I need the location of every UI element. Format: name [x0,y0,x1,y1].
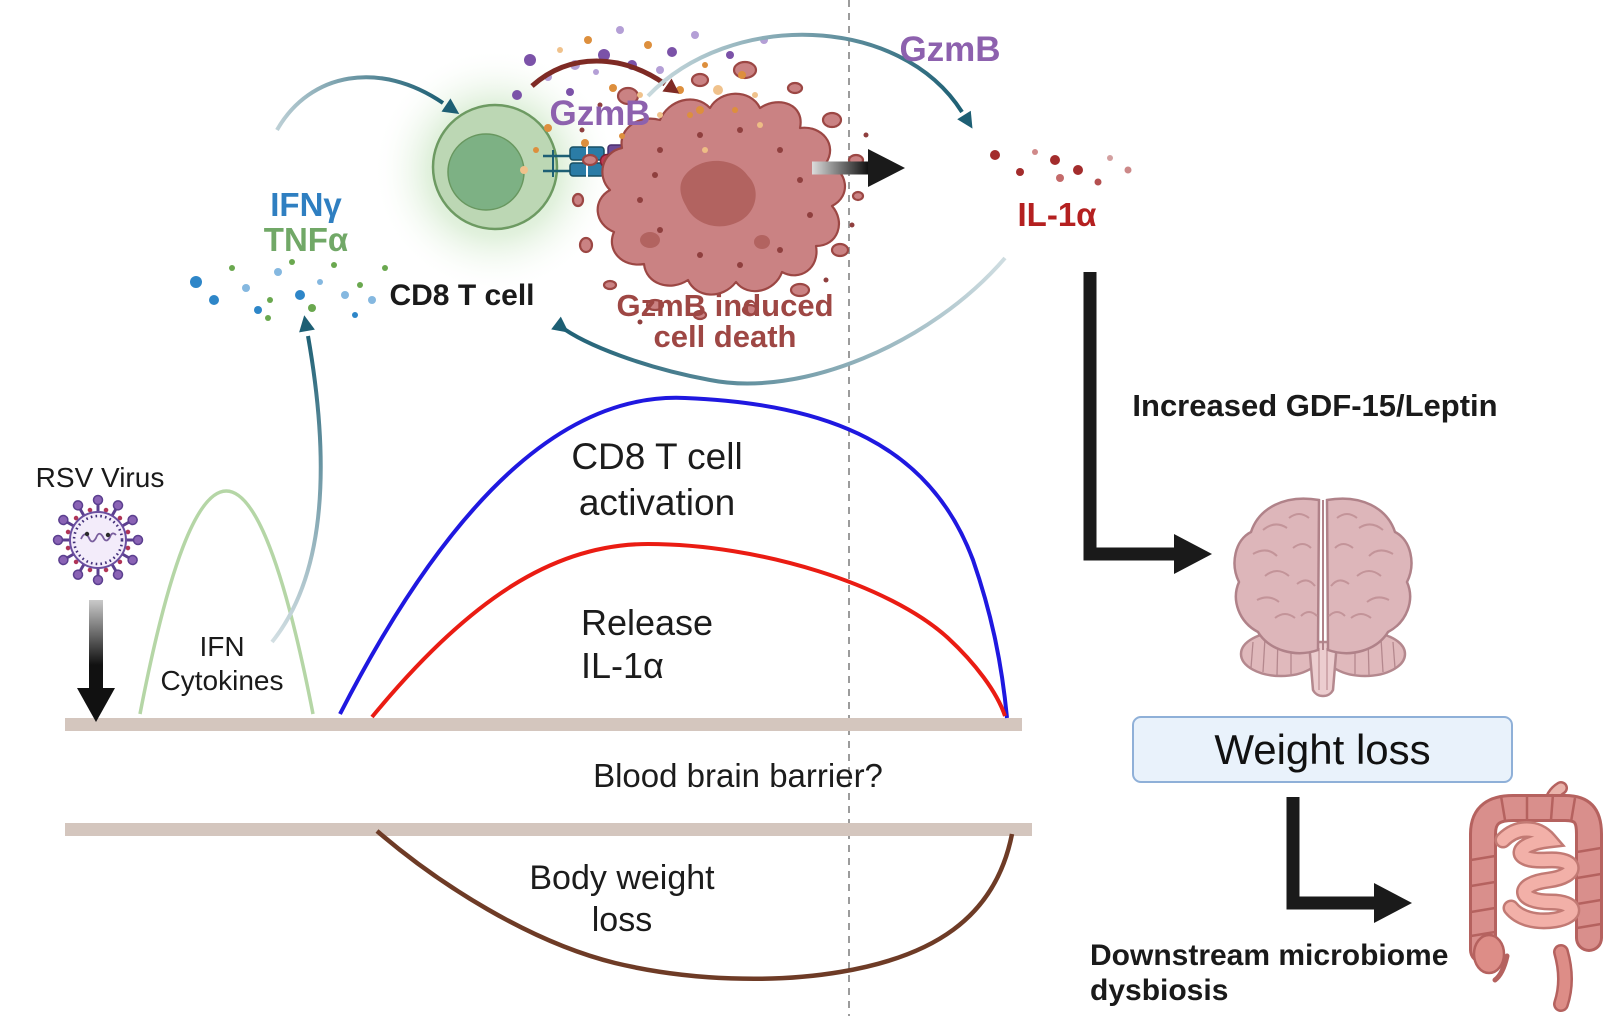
cd8-activation-line1: CD8 T cell [571,436,743,477]
body-weight-loss-label: Body weight loss [529,857,714,941]
blood-brain-barrier-label: Blood brain barrier? [593,757,883,794]
cd8-activation-label: CD8 T cell activation [571,434,742,526]
weightloss-to-gut-arrow [1286,797,1412,923]
rsv-entry-arrow [77,600,115,722]
cell-death-to-il1a-arrow [812,149,905,187]
downstream-line1: Downstream microbiome [1090,939,1449,972]
cytokine-to-cell-arrow [275,75,460,131]
increased-gdf15-leptin-label: Increased GDF-15/Leptin [1132,388,1498,423]
il1a-dots-icon [990,149,1132,186]
brain-icon [1233,497,1413,698]
lower-barrier-bar [65,823,1032,836]
downstream-microbiome-label: Downstream microbiome dysbiosis [1090,938,1448,1008]
tnfa-label: TNFα [263,221,349,258]
blood-brain-barrier-bar [65,718,1022,731]
rsv-virus-icon [52,494,144,586]
cd8-t-cell-label: CD8 T cell [389,279,535,312]
il1a-label: IL-1α [1017,196,1097,233]
il1a-release-curve [370,541,1007,719]
dying-cell-icon [571,60,869,325]
intestine-icon [1469,781,1603,1012]
weight-loss-label: Weight loss [1214,725,1431,773]
release-line2: IL-1α [581,645,664,686]
gzmb-induced-cell-death-label: GzmB induced cell death [616,290,833,352]
ifn-cytokines-curve [138,489,315,715]
body-weight-loss-curve [375,829,1015,981]
cd8-t-cell-icon [373,48,617,292]
weight-loss-box: Weight loss [1132,716,1513,783]
il1a-to-brain-arrow [1083,272,1212,574]
gzmb-induced-line1: GzmB induced [616,288,834,323]
gzmb-synapse-label: GzmB [549,94,651,133]
rsv-virus-label: RSV Virus [35,462,165,493]
cytokine-dots-icon [190,259,388,321]
release-il1a-label: Release IL-1α [581,601,713,687]
cd8-activation-curve [338,395,1009,719]
release-line1: Release [581,602,714,643]
granzyme-dots-icon [512,26,768,174]
ifny-label: IFNγ [270,186,342,223]
cd8-activation-line2: activation [578,482,736,523]
ifn-cytokines-label: IFN Cytokines [161,630,284,698]
ifn-line1: IFN [199,631,245,662]
downstream-line2: dysbiosis [1090,974,1229,1007]
ifn-line2: Cytokines [160,665,284,696]
gzmb-induced-line2: cell death [653,319,797,354]
il1a-feedback-arrow [551,256,1007,386]
body-weight-line1: Body weight [529,859,715,897]
gzmb-release-label: GzmB [899,30,1001,69]
gzmb-release-arrow [646,32,973,129]
ifn-to-cytokines-arrow [270,315,323,644]
body-weight-line2: loss [591,901,653,939]
gzmb-transfer-arrow [530,58,680,94]
